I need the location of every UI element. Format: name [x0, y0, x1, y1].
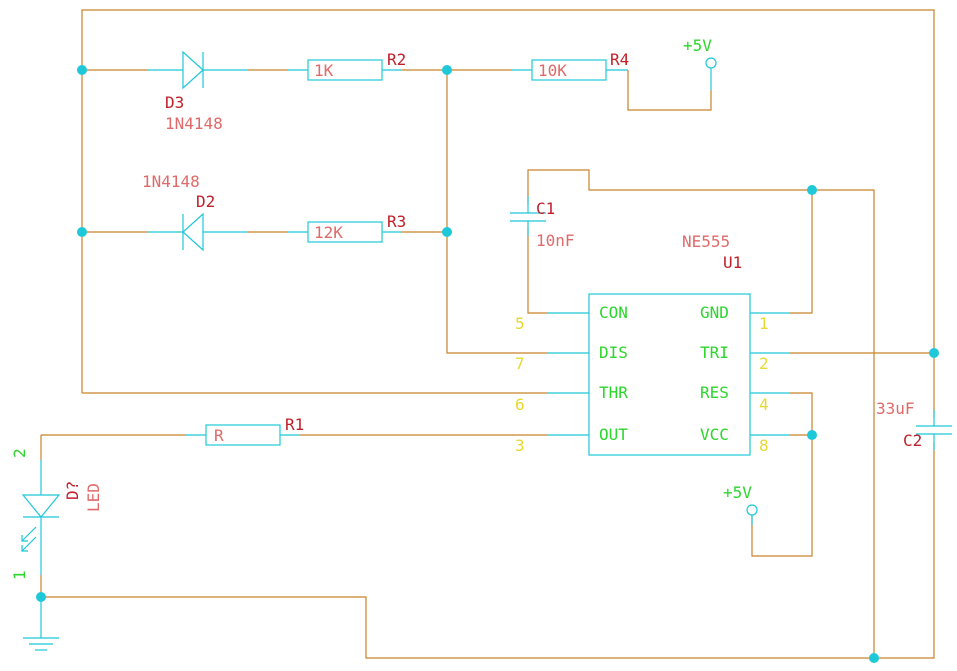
c1-value-label: 10nF	[536, 231, 575, 250]
junction-dot	[869, 653, 879, 663]
r2-value-label: 1K	[314, 61, 334, 80]
r4-value-label: 10K	[538, 61, 567, 80]
pin-name-vcc: VCC	[700, 425, 729, 444]
d3-value-label: 1N4148	[165, 114, 223, 133]
led-pin-number-top: 2	[10, 448, 29, 458]
u1-value-label: NE555	[682, 232, 730, 251]
led-d[interactable]	[21, 460, 61, 575]
resistor-r1[interactable]	[186, 424, 300, 446]
r4-ref-label: R4	[610, 50, 629, 69]
pin-name-thr: THR	[599, 383, 628, 402]
junction-dot	[36, 592, 46, 602]
junction-dot	[77, 65, 87, 75]
resistor-r3[interactable]	[288, 221, 402, 243]
wire-c1-top	[527, 169, 875, 658]
wire-top-loop	[81, 9, 935, 353]
r1-value-label: R	[214, 426, 224, 445]
led-pin-number-bottom: 1	[10, 570, 29, 580]
junction-dot	[442, 227, 452, 237]
power-label-bottom: +5V	[723, 483, 752, 502]
pin-name-tri: TRI	[700, 343, 729, 362]
r2-ref-label: R2	[387, 50, 406, 69]
r3-ref-label: R3	[387, 212, 406, 231]
ic-ne555[interactable]	[548, 293, 790, 456]
wire-bottom-loop	[41, 596, 874, 659]
led-ref-label: D?	[63, 481, 82, 500]
pin-number-5: 5	[515, 314, 525, 333]
diode-d2[interactable]	[148, 212, 248, 252]
resistor-r2[interactable]	[288, 59, 402, 81]
c2-value-label: 33uF	[876, 399, 915, 418]
wire-dis	[446, 70, 548, 354]
wire-c1-con	[527, 227, 548, 314]
pin-number-8: 8	[759, 436, 769, 455]
pin-number-4: 4	[759, 395, 769, 414]
power-port-top	[705, 57, 717, 90]
d2-ref-label: D2	[196, 192, 215, 211]
pin-number-7: 7	[515, 354, 525, 373]
c2-ref-label: C2	[903, 431, 922, 450]
d2-value-label: 1N4148	[142, 172, 200, 191]
pin-name-gnd: GND	[700, 303, 729, 322]
junctions	[36, 65, 939, 663]
pin-name-con: CON	[599, 303, 628, 322]
pin-name-out: OUT	[599, 425, 628, 444]
ground-symbol	[23, 597, 59, 651]
capacitor-c1[interactable]	[510, 196, 546, 236]
c1-ref-label: C1	[536, 199, 555, 218]
r1-ref-label: R1	[285, 415, 304, 434]
junction-dot	[807, 430, 817, 440]
wire-c2-bottom	[874, 442, 935, 659]
wire-res	[790, 392, 813, 435]
junction-dot	[77, 227, 87, 237]
r3-value-label: 12K	[314, 223, 343, 242]
wire-r4-5v	[627, 70, 712, 111]
pin-number-1: 1	[759, 314, 769, 333]
pin-name-dis: DIS	[599, 343, 628, 362]
power-label-top: +5V	[683, 36, 712, 55]
resistor-r4[interactable]	[512, 59, 628, 81]
wire-vcc-5v	[751, 435, 813, 557]
capacitor-c2[interactable]	[916, 410, 952, 450]
wire-gnd	[790, 190, 813, 314]
junction-dot	[929, 348, 939, 358]
junction-dot	[807, 185, 817, 195]
led-value-label: LED	[84, 483, 103, 512]
power-port-bottom	[746, 504, 758, 525]
pin-number-3: 3	[515, 436, 525, 455]
diode-d3[interactable]	[148, 50, 248, 90]
d3-ref-label: D3	[165, 93, 184, 112]
u1-ref-label: U1	[723, 253, 742, 272]
junction-dot	[442, 65, 452, 75]
pin-number-6: 6	[515, 395, 525, 414]
wires	[40, 9, 935, 659]
pin-name-res: RES	[700, 383, 729, 402]
pin-number-2: 2	[759, 354, 769, 373]
